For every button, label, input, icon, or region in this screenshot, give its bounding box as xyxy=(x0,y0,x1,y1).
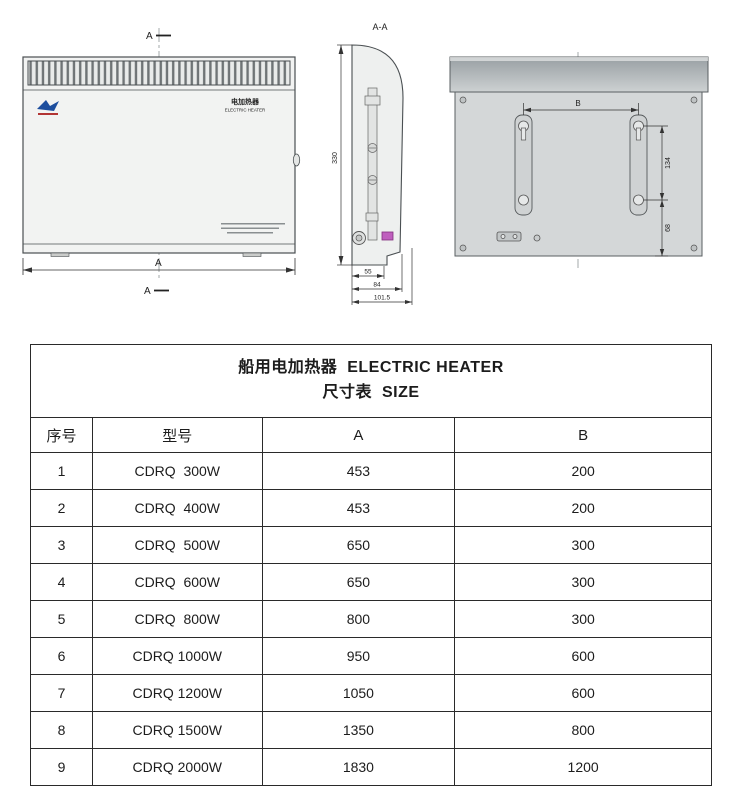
section-top-label: A xyxy=(146,31,153,42)
col-header-model: 型号 xyxy=(91,417,263,453)
dim-height-label: 330 xyxy=(332,152,339,164)
table-row: 8 CDRQ 1500W 1350 800 xyxy=(30,711,712,749)
cell-model: CDRQ 600W xyxy=(91,563,263,601)
dim-hole-span-134 xyxy=(643,125,668,201)
cell-a: 1050 xyxy=(261,674,456,712)
table-title-line2: 尺寸表 SIZE xyxy=(32,381,710,406)
fine-print-lines xyxy=(221,223,285,234)
cell-no: 6 xyxy=(30,637,93,675)
cell-no: 5 xyxy=(30,600,93,638)
cell-b: 300 xyxy=(454,563,712,601)
cell-no: 7 xyxy=(30,674,93,712)
foot-right xyxy=(242,252,262,257)
cell-a: 650 xyxy=(261,526,456,564)
brand-cn-label: 电加热器 xyxy=(231,97,260,106)
subtitle-en: SIZE xyxy=(381,384,420,401)
title-cn: 船用电加热器 xyxy=(238,359,338,377)
cell-model: CDRQ 400W xyxy=(91,489,263,527)
cell-b: 300 xyxy=(454,526,712,564)
cell-a: 453 xyxy=(261,452,456,490)
cell-no: 8 xyxy=(30,711,93,749)
table-row: 6 CDRQ 1000W 950 600 xyxy=(30,637,712,675)
col-header-b: B xyxy=(454,417,712,453)
table-row: 9 CDRQ 2000W 1830 1200 xyxy=(30,748,712,786)
front-view-drawing: A 电加热器 ELECTRIC HEATER xyxy=(22,28,301,297)
corner-screws xyxy=(459,96,698,252)
cell-model: CDRQ 500W xyxy=(91,526,263,564)
cell-no: 4 xyxy=(30,563,93,601)
cell-model: CDRQ 1500W xyxy=(91,711,263,749)
dim-depth-lines xyxy=(351,248,413,305)
mounting-bracket-left xyxy=(514,114,533,216)
front-brand-text: 电加热器 ELECTRIC HEATER xyxy=(225,97,265,113)
brand-logo-icon xyxy=(37,100,59,115)
dim-offset-label: 68 xyxy=(665,224,672,232)
foot-left xyxy=(50,252,70,257)
cell-a: 800 xyxy=(261,600,456,638)
dim-height-330 xyxy=(337,44,352,266)
cell-a: 650 xyxy=(261,563,456,601)
dim-depth-inner-label: 55 xyxy=(364,269,372,276)
table-row: 4 CDRQ 600W 650 300 xyxy=(30,563,712,601)
cell-no: 3 xyxy=(30,526,93,564)
cell-model: CDRQ 1200W xyxy=(91,674,263,712)
dim-offset-68 xyxy=(655,200,668,257)
cell-model: CDRQ 300W xyxy=(91,452,263,490)
side-internal-parts xyxy=(364,87,381,241)
table-row: 1 CDRQ 300W 453 200 xyxy=(30,452,712,490)
dim-hole-span-label: 134 xyxy=(665,157,672,169)
dim-span-b xyxy=(523,103,639,115)
table-row: 3 CDRQ 500W 650 300 xyxy=(30,526,712,564)
ventilation-grille xyxy=(27,60,291,86)
cell-a: 1830 xyxy=(261,748,456,786)
table-row: 7 CDRQ 1200W 1050 600 xyxy=(30,674,712,712)
cell-a: 950 xyxy=(261,637,456,675)
mounting-bracket-right xyxy=(629,114,648,216)
table-row: 5 CDRQ 800W 800 300 xyxy=(30,600,712,638)
cable-entry-detail xyxy=(496,231,541,242)
cell-b: 600 xyxy=(454,674,712,712)
cell-b: 200 xyxy=(454,452,712,490)
cell-model: CDRQ 2000W xyxy=(91,748,263,786)
cell-b: 800 xyxy=(454,711,712,749)
top-cover-highlight xyxy=(450,57,708,61)
dim-depth-mid-label: 84 xyxy=(373,282,381,289)
subtitle-cn: 尺寸表 xyxy=(322,384,372,401)
col-header-no: 序号 xyxy=(30,417,93,453)
side-view-drawing: A-A 330 xyxy=(332,22,413,305)
back-view-drawing: B 134 68 xyxy=(449,52,709,268)
cell-a: 453 xyxy=(261,489,456,527)
back-panel xyxy=(454,91,703,257)
terminal-block xyxy=(381,231,394,241)
section-mark-top: A xyxy=(146,31,171,42)
table-row: 2 CDRQ 400W 453 200 xyxy=(30,489,712,527)
dim-width-a-label: A xyxy=(155,258,162,269)
cell-model: CDRQ 800W xyxy=(91,600,263,638)
table-title: 船用电加热器 ELECTRIC HEATER 尺寸表 SIZE xyxy=(30,344,712,418)
col-header-a: A xyxy=(261,417,456,453)
cell-b: 300 xyxy=(454,600,712,638)
title-en: ELECTRIC HEATER xyxy=(347,359,504,377)
dim-width-a xyxy=(22,258,296,275)
side-view-title: A-A xyxy=(372,22,387,32)
cell-b: 1200 xyxy=(454,748,712,786)
cable-gland xyxy=(352,231,366,245)
section-mark-bottom: A xyxy=(144,286,169,297)
dim-span-b-label: B xyxy=(575,99,580,108)
cell-b: 200 xyxy=(454,489,712,527)
cell-b: 600 xyxy=(454,637,712,675)
thermostat-knob xyxy=(292,153,301,167)
cell-model: CDRQ 1000W xyxy=(91,637,263,675)
brand-en-label: ELECTRIC HEATER xyxy=(225,108,265,113)
table-title-line1: 船用电加热器 ELECTRIC HEATER xyxy=(32,356,710,381)
dim-depth-outer-label: 101.5 xyxy=(374,295,391,302)
cell-no: 1 xyxy=(30,452,93,490)
cell-a: 1350 xyxy=(261,711,456,749)
back-top-cover xyxy=(449,56,709,93)
section-bottom-label: A xyxy=(144,286,151,297)
cell-no: 9 xyxy=(30,748,93,786)
cell-no: 2 xyxy=(30,489,93,527)
